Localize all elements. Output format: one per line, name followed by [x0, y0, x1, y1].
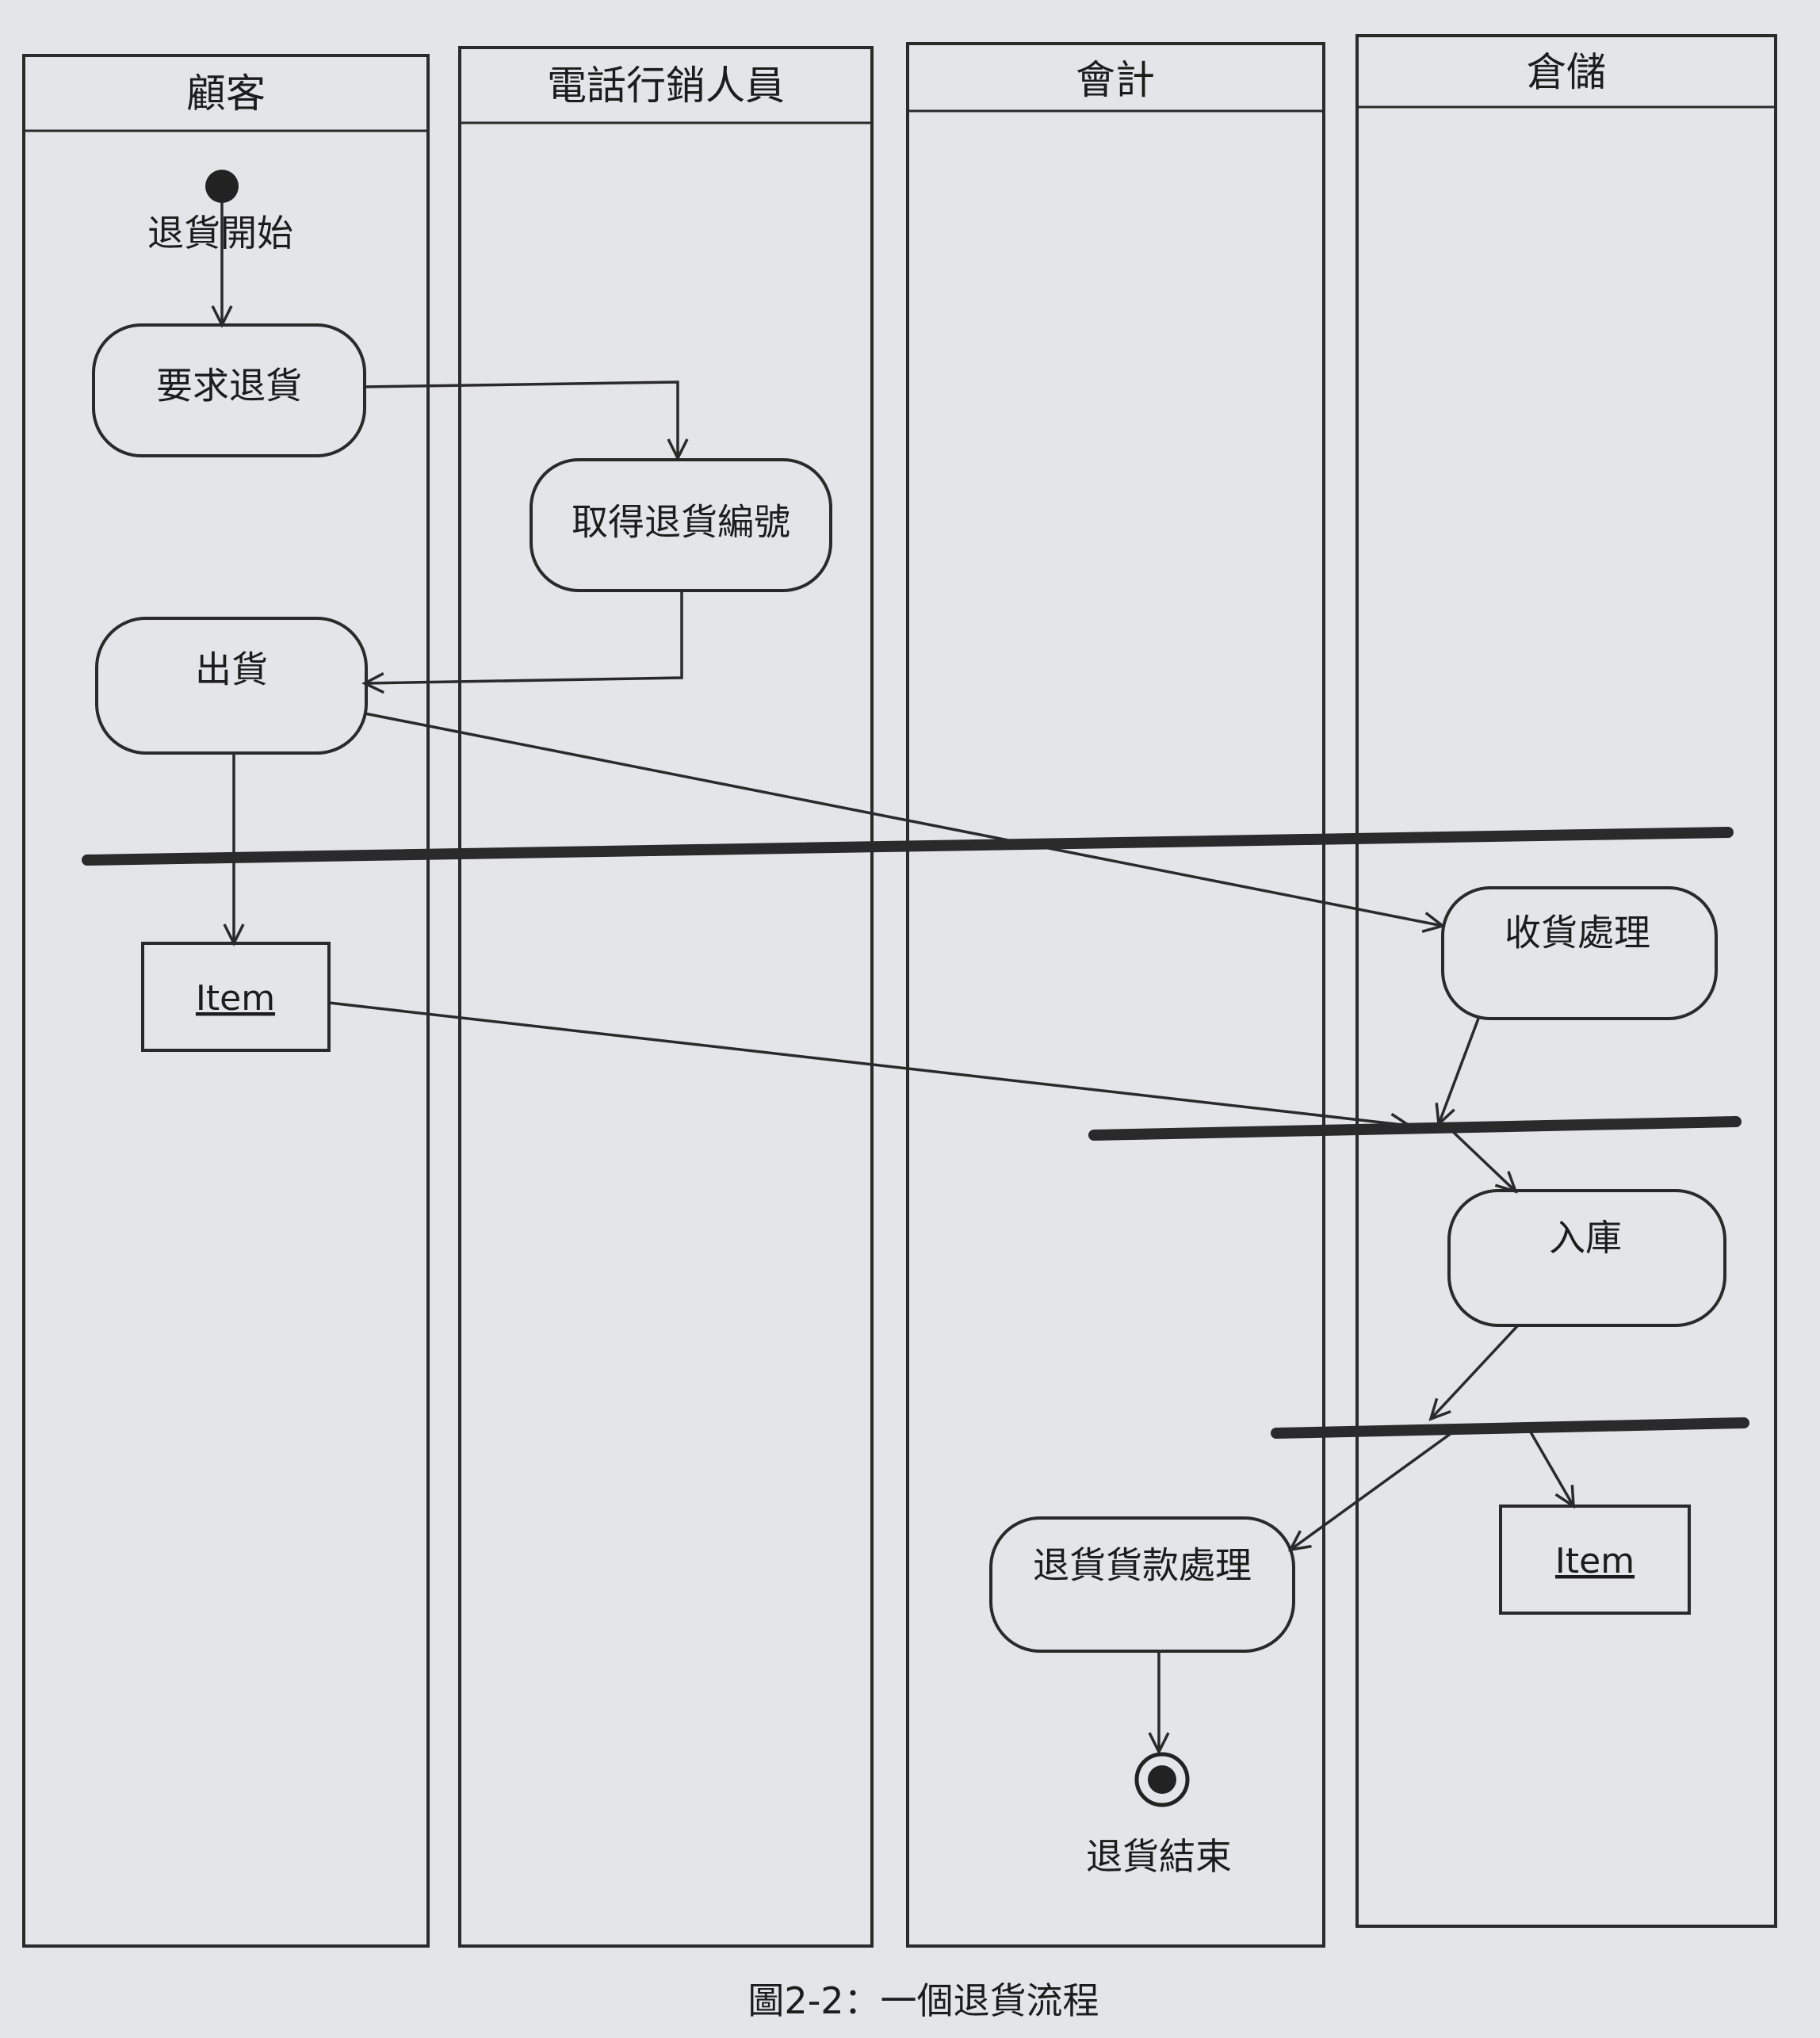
activity-receive-processing: 收貨處理 [1441, 886, 1718, 1020]
object-item-customer-label: Item [196, 978, 275, 1019]
activity-get-return-number: 取得退貨編號 [530, 458, 832, 592]
end-label: 退貨結束 [1086, 1835, 1232, 1878]
lane-customer: 顧客 [22, 54, 430, 1948]
activity-stock-in: 入庫 [1447, 1189, 1726, 1327]
edge-stock-to-fork [1428, 1324, 1520, 1421]
figure-caption: 圖2-2：一個退貨流程 [748, 1979, 1099, 2022]
lane-title-telemarketer: 電話行銷人員 [547, 63, 785, 109]
edge-receive-to-join [1435, 1018, 1480, 1127]
activity-receive-processing-label: 收貨處理 [1505, 912, 1650, 954]
edge-fork-to-refund [1287, 1429, 1456, 1552]
initial-node [205, 170, 239, 203]
edge-ship-to-receive [364, 712, 1446, 933]
activity-refund-processing-label: 退貨貨款處理 [1033, 1544, 1252, 1587]
final-node [1134, 1752, 1190, 1807]
activity-get-return-number-label: 取得退貨編號 [572, 501, 790, 544]
activity-refund-processing: 退貨貨款處理 [989, 1516, 1295, 1653]
lane-accounting: 會計 [906, 42, 1325, 1948]
join-bar-receive [1088, 1116, 1742, 1141]
edge-fork-to-item [1528, 1430, 1575, 1509]
object-item-warehouse-label: Item [1555, 1541, 1635, 1581]
fork-bar-stock [1271, 1417, 1749, 1439]
edge-item-to-join [328, 1001, 1413, 1134]
object-item-warehouse: Item [1499, 1505, 1691, 1615]
object-item-customer: Item [141, 942, 331, 1052]
edge-request-to-get-number [364, 380, 689, 461]
edge-get-number-to-ship [361, 591, 683, 694]
activity-request-return-label: 要求退貨 [156, 365, 302, 407]
activity-stock-in-label: 入庫 [1549, 1217, 1622, 1260]
lane-title-accounting: 會計 [1076, 57, 1155, 103]
lane-telemarketer: 電話行銷人員 [458, 46, 874, 1948]
activity-ship: 出貨 [95, 617, 368, 755]
lane-warehouse: 倉儲 [1355, 34, 1777, 1928]
activity-ship-label: 出貨 [195, 648, 268, 691]
lane-title-customer: 顧客 [186, 71, 266, 117]
lane-title-warehouse: 倉儲 [1527, 49, 1606, 95]
activity-request-return: 要求退貨 [92, 323, 366, 457]
edge-join-to-stock [1449, 1128, 1518, 1194]
fork-bar-main [82, 827, 1734, 866]
start-label: 退貨開始 [147, 212, 293, 254]
